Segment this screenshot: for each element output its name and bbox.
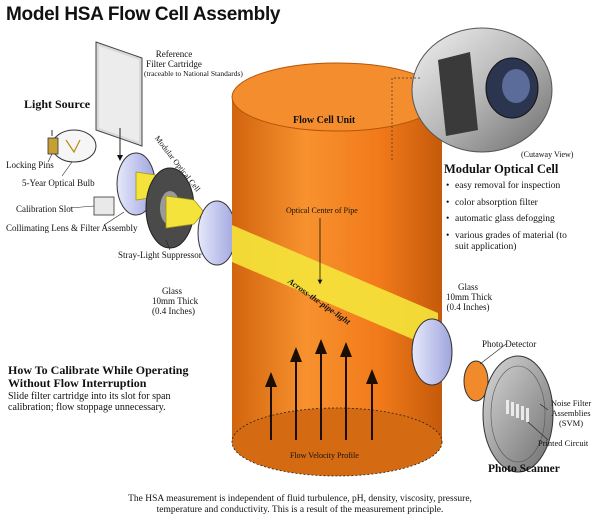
glass-window-right bbox=[411, 318, 453, 386]
leader-lines bbox=[47, 153, 549, 441]
photo-scanner-label: Photo Scanner bbox=[488, 463, 560, 475]
cutaway-view bbox=[391, 27, 553, 160]
calibration-heading-line: Without Flow Interruption bbox=[8, 376, 147, 390]
footer-line: The HSA measurement is independent of fl… bbox=[128, 494, 472, 504]
calibration-slot bbox=[93, 196, 115, 216]
calibration-heading-line: How To Calibrate While Operating bbox=[8, 363, 189, 377]
label-line: Glass bbox=[458, 282, 478, 292]
feature-item: automatic glass defogging bbox=[446, 214, 567, 226]
calibration-note: How To Calibrate While Operating Without… bbox=[8, 363, 189, 414]
modular-cell-features: easy removal for inspection color absorp… bbox=[446, 181, 567, 259]
stray-light-label: Stray-Light Suppressor bbox=[118, 250, 202, 260]
label-line: (SVM) bbox=[558, 418, 584, 428]
cutaway-label: (Cutaway View) bbox=[521, 150, 574, 159]
locking-pins-label: Locking Pins bbox=[6, 160, 54, 170]
label-line: 10mm Thick bbox=[152, 296, 199, 306]
light-beam bbox=[232, 225, 438, 350]
feature-item: various grades of material (to suit appl… bbox=[446, 231, 567, 254]
reference-filter-cartridge bbox=[95, 41, 143, 161]
bulb-label: 5-Year Optical Bulb bbox=[22, 178, 95, 188]
label-line: 10mm Thick bbox=[446, 292, 493, 302]
flow-cell-unit-label: Flow Cell Unit bbox=[293, 115, 356, 126]
printed-circuit-label: Printed Circuit bbox=[538, 438, 589, 448]
glass-left-label: Glass 10mm Thick (0.4 Inches) bbox=[152, 286, 199, 316]
light-source-label: Light Source bbox=[24, 97, 91, 111]
label-line: Glass bbox=[162, 286, 182, 296]
noise-filter-label: Noise Filter Assemblies (SVM) bbox=[546, 398, 596, 428]
calibration-slot-label: Calibration Slot bbox=[16, 204, 74, 214]
feature-item: easy removal for inspection bbox=[446, 181, 567, 193]
collimating-label: Collimating Lens & Filter Assembly bbox=[6, 223, 138, 233]
modular-cell-heading: Modular Optical Cell bbox=[444, 162, 559, 176]
glass-right-label: Glass 10mm Thick (0.4 Inches) bbox=[446, 282, 493, 312]
footer-note: The HSA measurement is independent of fl… bbox=[0, 494, 600, 516]
collimating-lens-assembly bbox=[116, 152, 205, 249]
photo-detector-label: Photo Detector bbox=[482, 339, 537, 349]
glass-window-left bbox=[197, 200, 237, 266]
label-line: (0.4 Inches) bbox=[446, 302, 490, 312]
flow-velocity-label: Flow Velocity Profile bbox=[290, 451, 359, 460]
flow-velocity-arrows bbox=[265, 339, 378, 440]
feature-item: color absorption filter bbox=[446, 198, 567, 210]
calibration-text-line: Slide filter cartridge into its slot for… bbox=[8, 391, 171, 402]
photo-scanner bbox=[482, 355, 554, 473]
label-line: Noise Filter bbox=[550, 398, 592, 408]
page-title: Model HSA Flow Cell Assembly bbox=[6, 4, 281, 25]
photo-detector bbox=[463, 360, 489, 402]
label-line: (traceable to National Standards) bbox=[144, 69, 243, 78]
optical-bulb bbox=[47, 129, 97, 163]
label-line: Filter Cartridge bbox=[146, 59, 202, 69]
reference-filter-label: Reference Filter Cartridge (traceable to… bbox=[144, 49, 243, 79]
calibration-text-line: calibration; flow stoppage unnecessary. bbox=[8, 402, 166, 413]
label-line: Assemblies bbox=[551, 408, 591, 418]
optical-center-label: Optical Center of Pipe bbox=[286, 206, 358, 215]
footer-line: temperature and conductivity. This is a … bbox=[156, 505, 444, 515]
label-line: Reference bbox=[155, 49, 193, 59]
label-line: (0.4 Inches) bbox=[152, 306, 195, 316]
